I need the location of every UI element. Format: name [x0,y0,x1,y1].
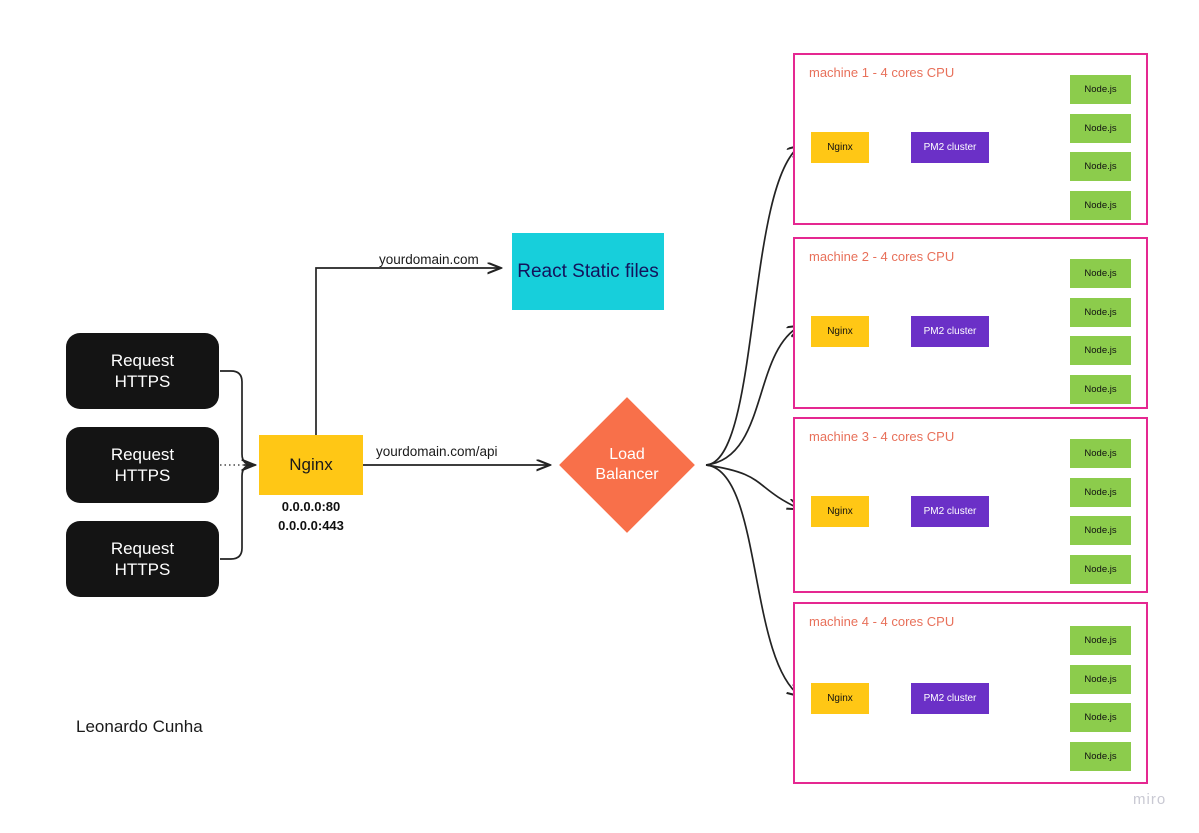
request-label-line2: HTTPS [114,372,171,391]
load-balancer-node: Load Balancer [559,397,695,533]
machine-label: machine 3 - 4 cores CPU [809,429,955,444]
nodejs-worker-box: Node.js [1070,741,1131,771]
nodejs-worker-box: Node.js [1070,703,1131,732]
nodejs-worker-box: Node.js [1070,477,1131,507]
nodejs-worker-box: Node.js [1070,190,1131,220]
request-label-line1: Request [110,539,175,558]
machine-label: machine 2 - 4 cores CPU [809,249,955,264]
miro-watermark: miro [1133,791,1167,808]
nodejs-worker-box: Node.js [1070,439,1131,468]
load-balancer-line1: Load [609,446,645,463]
react-static-files-box: React Static files [512,233,664,310]
machine-nginx-box: Nginx [811,682,869,714]
request-box-3: Request HTTPS [66,521,219,597]
request-label-line1: Request [110,351,175,370]
nodejs-worker-box: Node.js [1070,113,1131,143]
edge-label-api: yourdomain.com/api [376,444,498,459]
nodejs-worker-box: Node.js [1070,297,1131,327]
request-label-line2: HTTPS [114,560,171,579]
port-http: 0.0.0.0:80 [281,499,341,514]
port-https: 0.0.0.0:443 [278,518,344,533]
load-balancer-line2: Balancer [595,466,659,483]
load-balancer-label: Load Balancer [559,397,695,533]
nodejs-worker-box: Node.js [1070,152,1131,181]
machine-label: machine 1 - 4 cores CPU [809,65,955,80]
nodejs-worker-box: Node.js [1070,554,1131,584]
request-box-1: Request HTTPS [66,333,219,409]
nodejs-worker-box: Node.js [1070,374,1131,404]
pm2-cluster-box: PM2 cluster [911,682,989,714]
author-credit: Leonardo Cunha [76,717,203,736]
nodejs-worker-box: Node.js [1070,516,1131,545]
nodejs-worker-box: Node.js [1070,626,1131,655]
edge-label-static: yourdomain.com [379,252,479,267]
machine-nginx-box: Nginx [811,495,869,527]
nodejs-worker-box: Node.js [1070,336,1131,365]
machine-nginx-box: Nginx [811,315,869,347]
entry-nginx-ports: 0.0.0.0:80 0.0.0.0:443 [231,497,391,535]
pm2-cluster-box: PM2 cluster [911,495,989,527]
request-label-line1: Request [110,445,175,464]
pm2-cluster-box: PM2 cluster [911,131,989,163]
nodejs-worker-box: Node.js [1070,259,1131,288]
entry-nginx-label: Nginx [289,455,333,474]
entry-nginx-box: Nginx [259,435,363,495]
machine-label: machine 4 - 4 cores CPU [809,614,955,629]
nodejs-worker-box: Node.js [1070,664,1131,694]
machine-nginx-box: Nginx [811,131,869,163]
nodejs-worker-box: Node.js [1070,75,1131,104]
request-label-line2: HTTPS [114,466,171,485]
react-static-files-label: React Static files [517,260,659,282]
pm2-cluster-box: PM2 cluster [911,315,989,347]
request-box-2: Request HTTPS [66,427,219,503]
